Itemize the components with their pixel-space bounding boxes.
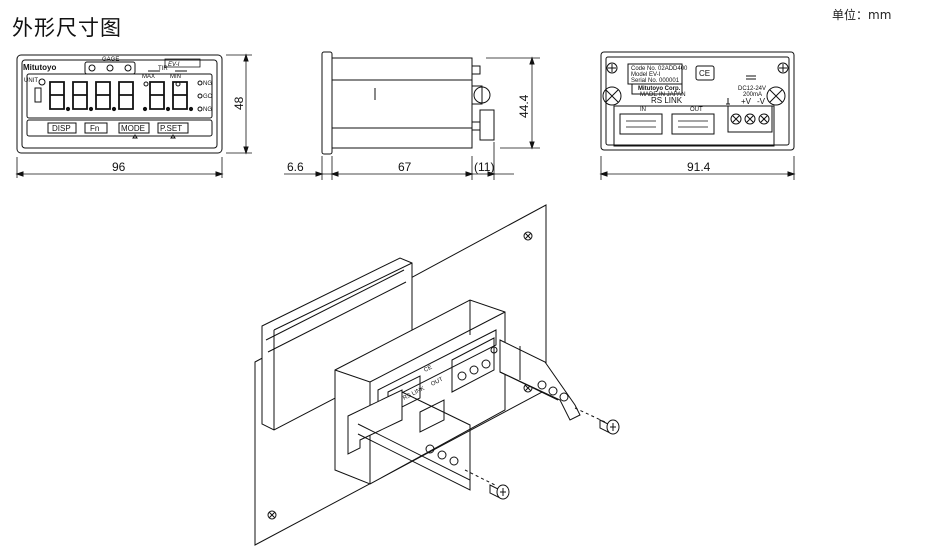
front-go-label: GO [203, 94, 213, 100]
rear-made-in: MADE IN JAPAN [640, 92, 686, 98]
digit-1 [49, 81, 65, 110]
rear-view [599, 51, 796, 180]
front-ng-bottom-label: NG [203, 107, 212, 113]
side-connector-dim: (11) [474, 160, 494, 174]
side-height-dim: 44.4 [517, 94, 531, 118]
front-model-logo: EV-I [168, 62, 180, 68]
front-min-label: MIN [170, 74, 181, 80]
rear-plus-v: +V [741, 97, 752, 106]
digit-4 [118, 81, 134, 110]
page-title: 外形尺寸图 [12, 16, 122, 40]
front-tir-label: TIR [158, 66, 168, 72]
rear-width-dim: 91.4 [687, 160, 711, 174]
rear-serial: Serial No. 000001 [631, 78, 680, 84]
rear-code-no: Code No. 02ADD400 [631, 66, 688, 72]
digit-2 [72, 81, 88, 110]
front-brand: Mitutoyo [23, 63, 56, 72]
digit-6 [172, 81, 188, 110]
front-button-pset: P.SET [160, 124, 182, 133]
front-gage-label: GAGE [102, 57, 119, 63]
rear-model: Model EV-I [631, 72, 661, 78]
front-width-dim: 96 [112, 160, 126, 174]
side-body-depth-dim: 67 [398, 160, 412, 174]
rear-rs-link: RS LINK [651, 96, 683, 105]
rear-power: DC12-24V [738, 86, 766, 92]
rear-minus-v: -V [757, 97, 766, 106]
rear-ce-mark: CE [699, 69, 710, 78]
panel-mount-view [254, 204, 620, 546]
front-button-fn: Fn [90, 124, 99, 133]
side-front-depth-dim: 6.6 [287, 160, 304, 174]
mount-ce-mark: CE [423, 365, 433, 374]
front-button-mode: MODE [121, 124, 145, 133]
front-max-label: MAX [142, 74, 155, 80]
rear-current: 200mA [743, 92, 762, 98]
front-view [15, 53, 252, 178]
rear-brand: Mitutoyo Corp. [638, 86, 681, 92]
screw-right [599, 419, 620, 435]
mount-out-label: OUT [430, 377, 444, 388]
rear-in-label: IN [640, 107, 646, 113]
front-height-dim: 48 [232, 96, 246, 110]
front-button-disp: DISP [52, 124, 71, 133]
screw-left [489, 484, 510, 500]
unit-note: 单位：mm [832, 8, 892, 22]
front-unit-label: UNIT [24, 78, 38, 84]
side-view [284, 51, 540, 180]
rear-out-label: OUT [690, 107, 703, 113]
digit-5 [149, 81, 165, 110]
digit-3 [95, 81, 111, 110]
front-ng-top-label: NG [203, 81, 212, 87]
